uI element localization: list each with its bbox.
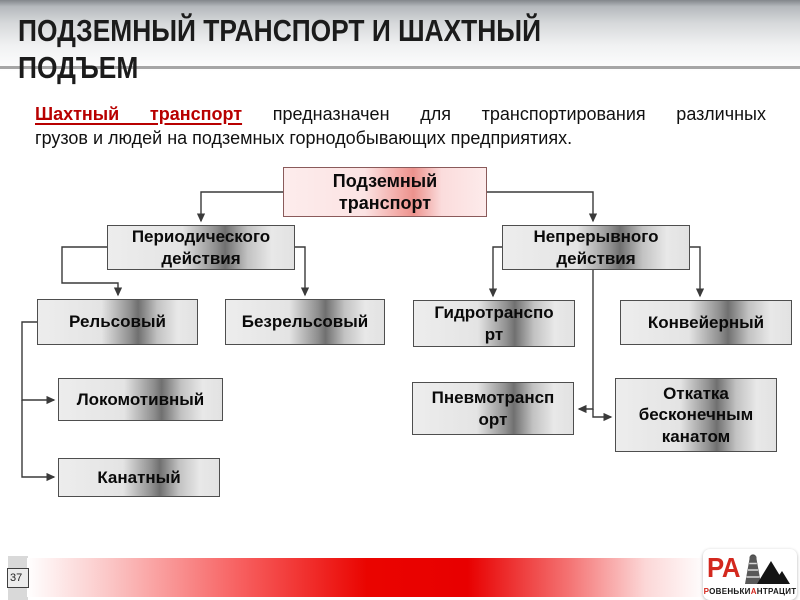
logo-initials: РА — [707, 552, 741, 583]
header: ПОДЗЕМНЫЙ ТРАНСПОРТ И ШАХТНЫЙ ПОДЪЕМ — [0, 0, 800, 85]
mine-headframe-mountains-icon — [745, 554, 791, 584]
logo-brand-part4: НТРАЦИТ — [756, 587, 797, 596]
page-number: 37 — [7, 568, 29, 588]
company-logo: РА РОВЕНЬКИАНТРАЦИТ — [703, 549, 797, 600]
footer-red-gradient-bar — [27, 558, 800, 597]
logo-top-row: РА — [707, 552, 791, 586]
logo-brand-part3: А — [750, 587, 757, 596]
diagram-node-underground-transport: Подземный транспорт — [283, 167, 487, 217]
diagram-node-rope: Канатный — [58, 458, 220, 497]
title-underline — [0, 66, 800, 69]
diagram-node-periodic-action: Периодического действия — [107, 225, 295, 270]
logo-brand-part1: Р — [703, 587, 710, 596]
diagram-node-rail: Рельсовый — [37, 299, 198, 345]
headframe-icon — [745, 554, 762, 584]
page-title: ПОДЗЕМНЫЙ ТРАНСПОРТ И ШАХТНЫЙ ПОДЪЕМ — [18, 13, 542, 85]
diagram-node-locomotive: Локомотивный — [58, 378, 223, 421]
diagram-node-endless-rope-haulage: Откатка бесконечным канатом — [615, 378, 777, 452]
intro-lead-term: Шахтный транспорт — [35, 104, 243, 124]
intro-line1-rest: предназначен для транспортирования разли… — [272, 104, 766, 124]
logo-brand-text: РОВЕНЬКИАНТРАЦИТ — [703, 587, 797, 596]
mountains-icon — [757, 561, 791, 584]
diagram-node-pneumatic: Пневмотрансп орт — [412, 382, 574, 435]
diagram-node-continuous-action: Непрерывного действия — [502, 225, 690, 270]
diagram-node-trackless: Безрельсовый — [225, 299, 385, 345]
intro-line-2: грузов и людей на подземных горнодобываю… — [35, 128, 573, 148]
logo-brand-part2: ОВЕНЬКИ — [709, 587, 751, 596]
intro-line-1: Шахтный транспорт предназначен для транс… — [35, 102, 766, 126]
diagram-node-conveyor: Конвейерный — [620, 300, 792, 345]
diagram-node-hydrotransport: Гидротранспо рт — [413, 300, 575, 347]
intro-paragraph: Шахтный транспорт предназначен для транс… — [35, 102, 766, 150]
